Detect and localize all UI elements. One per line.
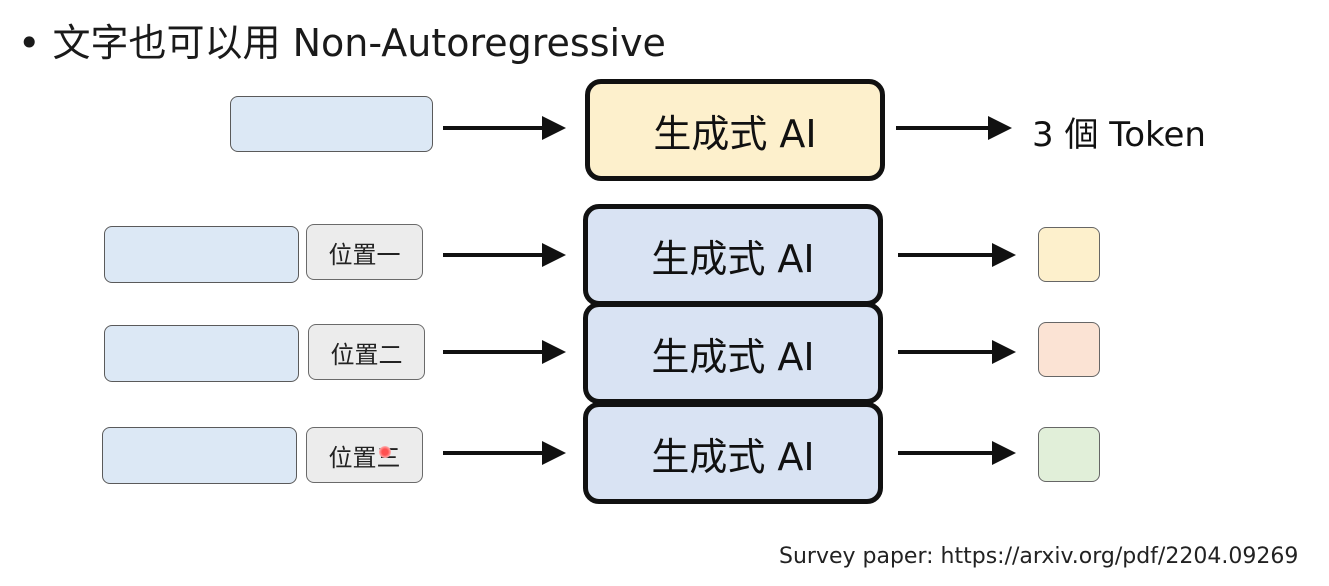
title-text: 文字也可以用 Non-Autoregressive <box>52 21 666 65</box>
top-ai-label: 生成式 AI <box>653 111 817 156</box>
row3-output-token <box>1038 427 1100 482</box>
top-output-label: 3 個 Token <box>1032 115 1206 155</box>
row3-ai-box: 生成式 AI <box>583 402 883 504</box>
top-ai-box: 生成式 AI <box>585 79 885 181</box>
top-input-box <box>230 96 433 152</box>
row2-position-box: 位置二 <box>308 324 425 380</box>
row1-position-label: 位置一 <box>328 240 401 269</box>
row3-ai-label: 生成式 AI <box>651 434 815 479</box>
row2-output-token <box>1038 322 1100 377</box>
row2-ai-label: 生成式 AI <box>651 334 815 379</box>
row1-input-box <box>104 226 299 283</box>
cursor-indicator <box>379 446 391 458</box>
row1-ai-label: 生成式 AI <box>651 236 815 281</box>
row1-position-box: 位置一 <box>306 224 423 280</box>
slide-title: • 文字也可以用 Non-Autoregressive <box>18 12 666 67</box>
row2-input-box <box>104 325 299 382</box>
row2-ai-box: 生成式 AI <box>583 302 883 404</box>
title-bullet: • <box>18 21 41 65</box>
row2-position-label: 位置二 <box>330 340 403 369</box>
row1-output-token <box>1038 227 1100 282</box>
row3-input-box <box>102 427 297 484</box>
citation: Survey paper: https://arxiv.org/pdf/2204… <box>779 544 1299 569</box>
